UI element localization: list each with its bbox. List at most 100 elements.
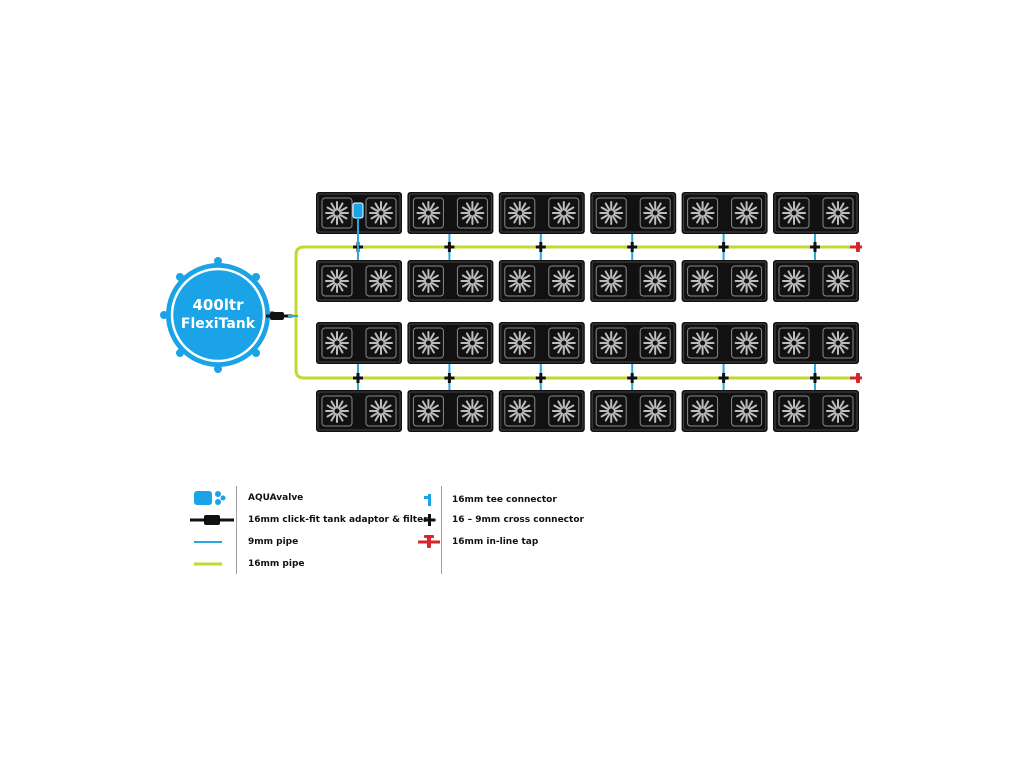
cross-connector — [810, 242, 820, 252]
tray-unit — [316, 260, 402, 302]
pot — [731, 197, 763, 229]
tray-unit — [773, 192, 859, 234]
tray-unit — [316, 390, 402, 432]
pot — [778, 395, 810, 427]
legend-label-tank-adaptor: 16mm click-fit tank adaptor & filter — [248, 515, 428, 525]
legend-label-inline-tap: 16mm in-line tap — [452, 537, 539, 547]
pot — [822, 327, 854, 359]
pot — [639, 327, 671, 359]
pot — [731, 327, 763, 359]
cross-connector — [627, 373, 638, 383]
legend: AQUAvalve 16mm click-fit tank adaptor & … — [190, 486, 590, 576]
cross-connector — [535, 242, 546, 252]
flexitank-label-line2: FlexiTank — [181, 316, 256, 332]
tray-unit — [407, 192, 494, 234]
tank-adaptor-filter — [266, 312, 292, 320]
tray-unit — [498, 322, 585, 364]
legend-label-9mm-pipe: 9mm pipe — [248, 537, 299, 547]
pot — [595, 327, 627, 359]
pot — [687, 197, 719, 229]
pot — [456, 197, 488, 229]
pot — [822, 395, 854, 427]
tray-unit — [407, 260, 494, 302]
legend-divider-left — [236, 486, 237, 574]
legend-label-tee-connector: 16mm tee connector — [452, 495, 557, 505]
aquavalve — [352, 202, 364, 260]
pot — [548, 327, 580, 359]
legend-label-16mm-pipe: 16mm pipe — [248, 559, 305, 569]
pot — [321, 395, 353, 427]
tray-unit — [773, 322, 859, 364]
pot — [456, 327, 488, 359]
pot — [778, 327, 810, 359]
inline-tap — [850, 242, 862, 252]
pot — [456, 395, 488, 427]
pot — [365, 395, 397, 427]
pot — [504, 395, 536, 427]
flexitank-label-line1: 400ltr — [192, 296, 244, 314]
pot — [731, 395, 763, 427]
pipe-9mm-icon — [194, 541, 222, 543]
tee-connector-icon — [424, 494, 431, 506]
tray-unit — [498, 390, 585, 432]
legend-divider-right — [441, 486, 442, 574]
pot — [548, 197, 580, 229]
pot — [548, 395, 580, 427]
cross-connector — [627, 242, 638, 252]
legend-item-cross-connector: 16 – 9mm cross connector — [412, 510, 584, 530]
flexitank: 400ltr FlexiTank — [160, 257, 276, 373]
pot — [595, 395, 627, 427]
pot — [321, 327, 353, 359]
cross-connector — [718, 373, 729, 383]
cross-connector — [353, 373, 363, 383]
flexitank-body — [166, 263, 270, 367]
cross-connector — [444, 373, 455, 383]
pot — [687, 395, 719, 427]
legend-label-aquavalve: AQUAvalve — [248, 493, 304, 503]
cross-connector — [810, 373, 820, 383]
tray-unit — [773, 390, 859, 432]
inline-tap-icon — [418, 535, 440, 548]
pot — [822, 265, 854, 297]
tray-unit — [498, 260, 585, 302]
pot — [365, 197, 397, 229]
pot — [822, 197, 854, 229]
pot — [504, 197, 536, 229]
pot — [778, 197, 810, 229]
tray-unit — [590, 322, 677, 364]
tray-unit — [407, 390, 494, 432]
fittings — [352, 202, 862, 390]
tray-unit — [590, 390, 677, 432]
tray-unit — [498, 192, 585, 234]
pot — [687, 327, 719, 359]
legend-item-9mm-pipe: 9mm pipe — [190, 532, 298, 552]
legend-item-16mm-pipe: 16mm pipe — [190, 554, 305, 574]
pipe-16mm-icon — [194, 562, 222, 566]
cross-connector — [535, 373, 546, 383]
pot — [412, 265, 444, 297]
pot — [639, 197, 671, 229]
pot — [731, 265, 763, 297]
legend-label-cross-connector: 16 – 9mm cross connector — [452, 515, 584, 525]
pot — [778, 265, 810, 297]
inline-tap — [850, 373, 862, 383]
flexitank-rim — [170, 267, 266, 363]
aquavalve-icon — [194, 491, 226, 505]
supply-pipe-16mm — [292, 245, 858, 380]
tray-unit — [590, 192, 677, 234]
pot — [365, 327, 397, 359]
flexitank-handles — [160, 257, 276, 373]
legend-item-tank-adaptor: 16mm click-fit tank adaptor & filter — [190, 510, 428, 530]
cross-connector — [444, 242, 455, 252]
tray-unit — [407, 322, 494, 364]
tray-unit — [681, 192, 768, 234]
pot — [687, 265, 719, 297]
pot — [365, 265, 397, 297]
pot — [504, 265, 536, 297]
tray-unit — [681, 260, 768, 302]
tank-adaptor-filter-icon — [190, 515, 234, 525]
tray-unit — [773, 260, 859, 302]
pot — [595, 265, 627, 297]
pot — [456, 265, 488, 297]
